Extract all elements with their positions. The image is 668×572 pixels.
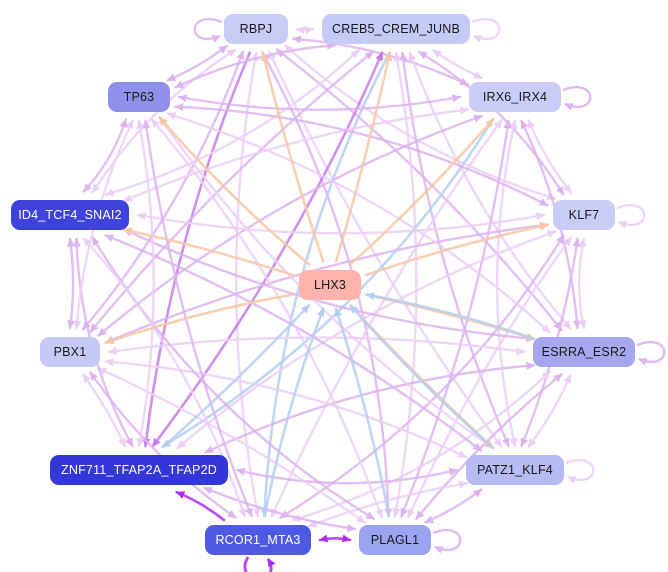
edge-ID4-TP63: [82, 118, 128, 193]
node-RBPJ[interactable]: RBPJ: [224, 14, 288, 44]
node-KLF7[interactable]: KLF7: [553, 200, 615, 230]
edge-LHX3-CREB5: [334, 51, 393, 263]
edge-PLAGL1-RCOR1: [318, 534, 352, 543]
node-PBX1[interactable]: PBX1: [40, 337, 100, 367]
self-loop-edge-ESRRA: [636, 341, 666, 366]
edge-LHX3-IRX6: [349, 117, 495, 266]
edge-RCOR1-LHX3: [263, 307, 325, 518]
node-PLAGL1[interactable]: PLAGL1: [359, 525, 431, 555]
self-loop-edge-CREB5: [471, 18, 501, 43]
self-loop-edge-RBPJ: [193, 18, 223, 43]
edge-LHX3-KLF7: [365, 222, 549, 277]
self-loop-edge-PATZ1: [565, 459, 595, 484]
node-TP63[interactable]: TP63: [108, 82, 170, 112]
edge-RCOR1-TP63: [142, 119, 253, 518]
node-PATZ1[interactable]: PATZ1_KLF4: [466, 455, 564, 485]
edge-RBPJ-CREB5: [295, 26, 315, 34]
node-ZNF711[interactable]: ZNF711_TFAP2A_TFAP2D: [50, 455, 228, 485]
self-loop-edge-RCOR1: [243, 556, 276, 572]
edge-LHX3-TP63: [158, 116, 311, 266]
node-ESRRA[interactable]: ESRRA_ESR2: [533, 337, 635, 367]
edge-LHX3-PBX1: [104, 293, 295, 345]
node-LHX3[interactable]: LHX3: [299, 270, 361, 300]
node-RCOR1[interactable]: RCOR1_MTA3: [205, 525, 311, 555]
node-ID4[interactable]: ID4_TCF4_SNAI2: [11, 200, 129, 230]
self-loop-edge-KLF7: [616, 204, 646, 229]
self-loop-edge-IRX6: [562, 86, 592, 111]
edge-CREB5-TP63: [174, 41, 336, 89]
edge-ESRRA-LHX3: [365, 292, 536, 341]
edge-PLAGL1-LHX3: [334, 307, 391, 518]
edge-LHX3-ID4: [122, 227, 295, 277]
self-loop-edge-PLAGL1: [432, 529, 462, 554]
edge-ZNF711-TP63: [136, 119, 155, 448]
node-CREB5[interactable]: CREB5_CREM_JUNB: [322, 14, 470, 44]
edge-PATZ1-LHX3: [349, 304, 495, 450]
node-IRX6[interactable]: IRX6_IRX4: [469, 82, 561, 112]
edge-LHX3-RBPJ: [260, 51, 325, 263]
edge-ZNF711-LHX3: [161, 304, 311, 448]
